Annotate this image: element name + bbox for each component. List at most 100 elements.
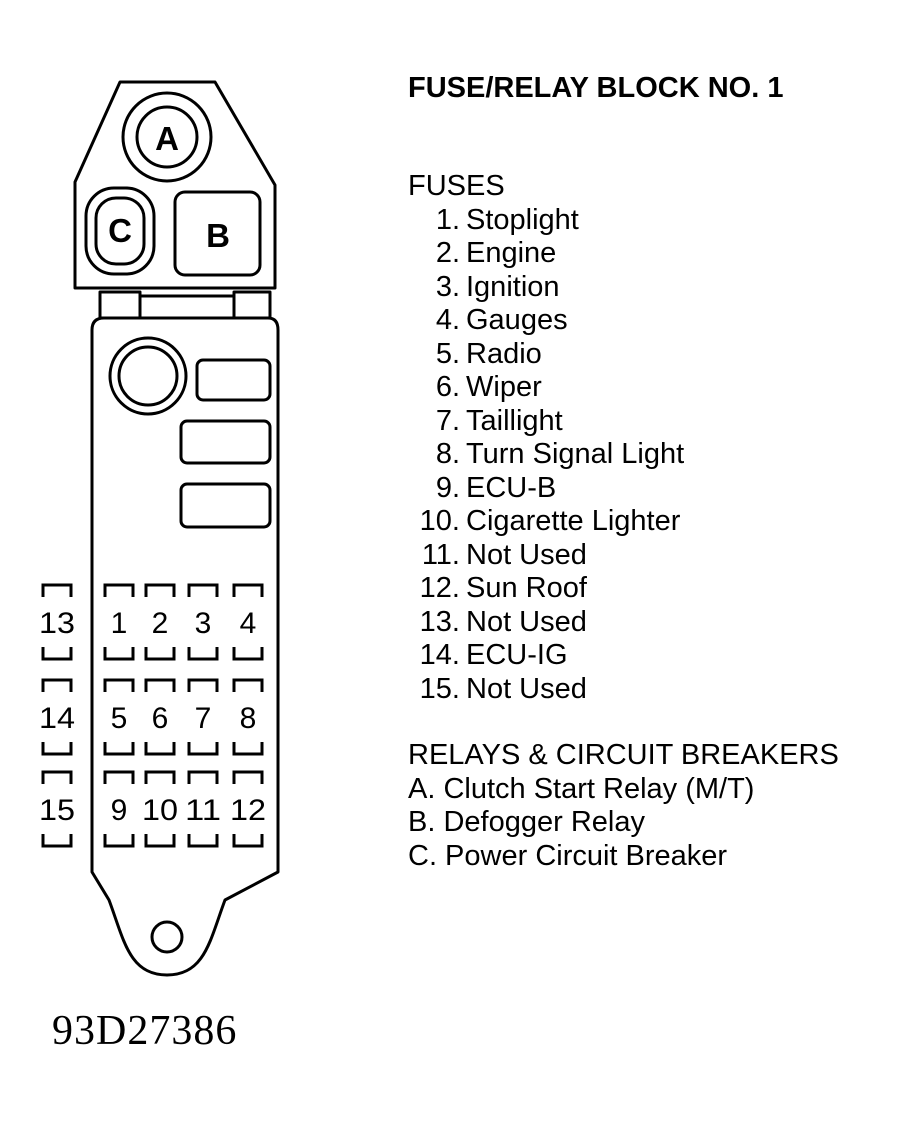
fuse-slot-label: 10	[142, 794, 178, 827]
fuse-name: Engine	[466, 237, 557, 269]
fuse-list-item: 13.Not Used	[408, 606, 898, 640]
fuse-slot-4	[232, 583, 264, 661]
round-socket-outer	[108, 336, 188, 416]
fuse-name: Not Used	[466, 538, 587, 571]
relay-list-item: B. Defogger Relay	[408, 806, 645, 838]
fuse-name: Not Used	[466, 672, 587, 705]
relay-list-item: A. Clutch Start Relay (M/T)	[408, 772, 755, 805]
legend: FUSE/RELAY BLOCK NO. 1 FUSES 1.Stoplight…	[408, 68, 898, 873]
fuse-name: Turn Signal Light	[466, 438, 685, 470]
connector-tab-left	[98, 290, 142, 320]
fuse-slot-12	[232, 770, 264, 848]
slot-2	[179, 419, 272, 465]
fuses-heading: FUSES	[408, 170, 505, 202]
relay-list-item: C. Power Circuit Breaker	[408, 839, 728, 872]
connector-tab-right	[232, 290, 272, 320]
fuse-slot-9	[103, 770, 135, 848]
fuse-slot-label: 15	[39, 794, 75, 827]
fuse-slot-label: 9	[111, 794, 128, 827]
fuse-slot-13	[41, 583, 73, 661]
fuse-number: 4.	[435, 304, 460, 336]
fuse-slot-label: 6	[152, 702, 169, 735]
fuse-list-item: 7.Taillight	[408, 405, 898, 439]
fuse-list-item: 3.Ignition	[408, 271, 898, 305]
fuse-number: 11.	[421, 538, 460, 571]
relay-housing-outline	[73, 80, 277, 290]
relay-c-outer	[84, 186, 156, 276]
fuse-slot-label: 5	[111, 702, 128, 735]
fuse-slot-label: 14	[39, 702, 75, 735]
fuse-name: Gauges	[466, 304, 568, 336]
fuse-number: 6.	[435, 371, 460, 403]
fuse-number: 8.	[435, 438, 460, 470]
fuse-slot-label: 4	[240, 607, 257, 640]
fuse-number: 9.	[435, 471, 460, 504]
fuse-list-item: 8.Turn Signal Light	[408, 438, 898, 472]
slot-3	[179, 482, 272, 529]
fuse-number: 14.	[419, 639, 460, 671]
fuse-name: Stoplight	[466, 203, 579, 236]
relay-a-label: A	[155, 120, 179, 157]
fuse-slot-6	[144, 678, 176, 756]
fuse-name: ECU-B	[466, 471, 557, 504]
relay-b-label: B	[206, 217, 230, 254]
fuse-slot-label: 7	[195, 702, 212, 735]
fuse-slot-label: 1	[111, 607, 128, 640]
fuse-slot-14	[41, 678, 73, 756]
fuse-list-item: 15.Not Used	[408, 673, 898, 707]
fuse-slot-label: 2	[152, 607, 169, 640]
fuse-slot-label: 8	[240, 702, 257, 735]
relay-list: A. Clutch Start Relay (M/T)B. Defogger R…	[408, 773, 898, 874]
round-socket-inner	[117, 345, 179, 407]
fuse-name: Wiper	[466, 371, 542, 403]
relay-a-outer	[121, 91, 213, 183]
fuse-slot-3	[187, 583, 219, 661]
fuse-slot-5	[103, 678, 135, 756]
fuse-number: 15.	[419, 672, 460, 705]
fuse-slot-8	[232, 678, 264, 756]
figure-code: 93D27386	[52, 1008, 238, 1054]
block-title: FUSE/RELAY BLOCK NO. 1	[408, 72, 784, 104]
fuse-number: 13.	[419, 605, 460, 638]
fuse-name: Cigarette Lighter	[466, 505, 681, 537]
slot-1	[195, 358, 272, 402]
relays-heading: RELAYS & CIRCUIT BREAKERS	[408, 739, 839, 771]
fuse-slot-label: 3	[195, 607, 212, 640]
fuse-name: Taillight	[466, 404, 563, 437]
fuse-slot-15	[41, 770, 73, 848]
fuse-number: 2.	[435, 237, 460, 269]
fuse-number: 5.	[435, 337, 460, 370]
fuse-list-item: 1.Stoplight	[408, 204, 898, 238]
fuse-list-item: 4.Gauges	[408, 304, 898, 338]
fuse-number: 10.	[419, 505, 460, 537]
fuse-list-item: 12.Sun Roof	[408, 572, 898, 606]
fuse-number: 7.	[435, 404, 460, 437]
fuse-list-item: 10.Cigarette Lighter	[408, 505, 898, 539]
fuse-slot-11	[187, 770, 219, 848]
fuse-list-item: 14.ECU-IG	[408, 639, 898, 673]
relay-a-inner	[135, 105, 199, 169]
fuse-number: 1.	[435, 203, 460, 236]
fuse-name: Ignition	[466, 270, 560, 303]
fuse-slot-1	[103, 583, 135, 661]
fuse-slot-7	[187, 678, 219, 756]
fuse-number: 3.	[435, 270, 460, 303]
relay-b-box	[173, 190, 262, 277]
fuse-slot-2	[144, 583, 176, 661]
fuse-list-item: 2.Engine	[408, 237, 898, 271]
fuse-name: ECU-IG	[466, 639, 568, 671]
mounting-hole	[150, 920, 184, 954]
fuse-name: Radio	[466, 337, 542, 370]
relay-c-inner	[94, 196, 146, 266]
fuse-number: 12.	[419, 572, 460, 604]
relay-c-label: C	[108, 212, 132, 249]
fuse-slot-label: 12	[230, 794, 266, 827]
fuse-slot-10	[144, 770, 176, 848]
fuse-list-item: 11.Not Used	[408, 539, 898, 573]
fuse-name: Not Used	[466, 605, 587, 638]
fuse-list-item: 9.ECU-B	[408, 472, 898, 506]
fuse-list-item: 5.Radio	[408, 338, 898, 372]
fuse-slot-label: 13	[39, 607, 75, 640]
